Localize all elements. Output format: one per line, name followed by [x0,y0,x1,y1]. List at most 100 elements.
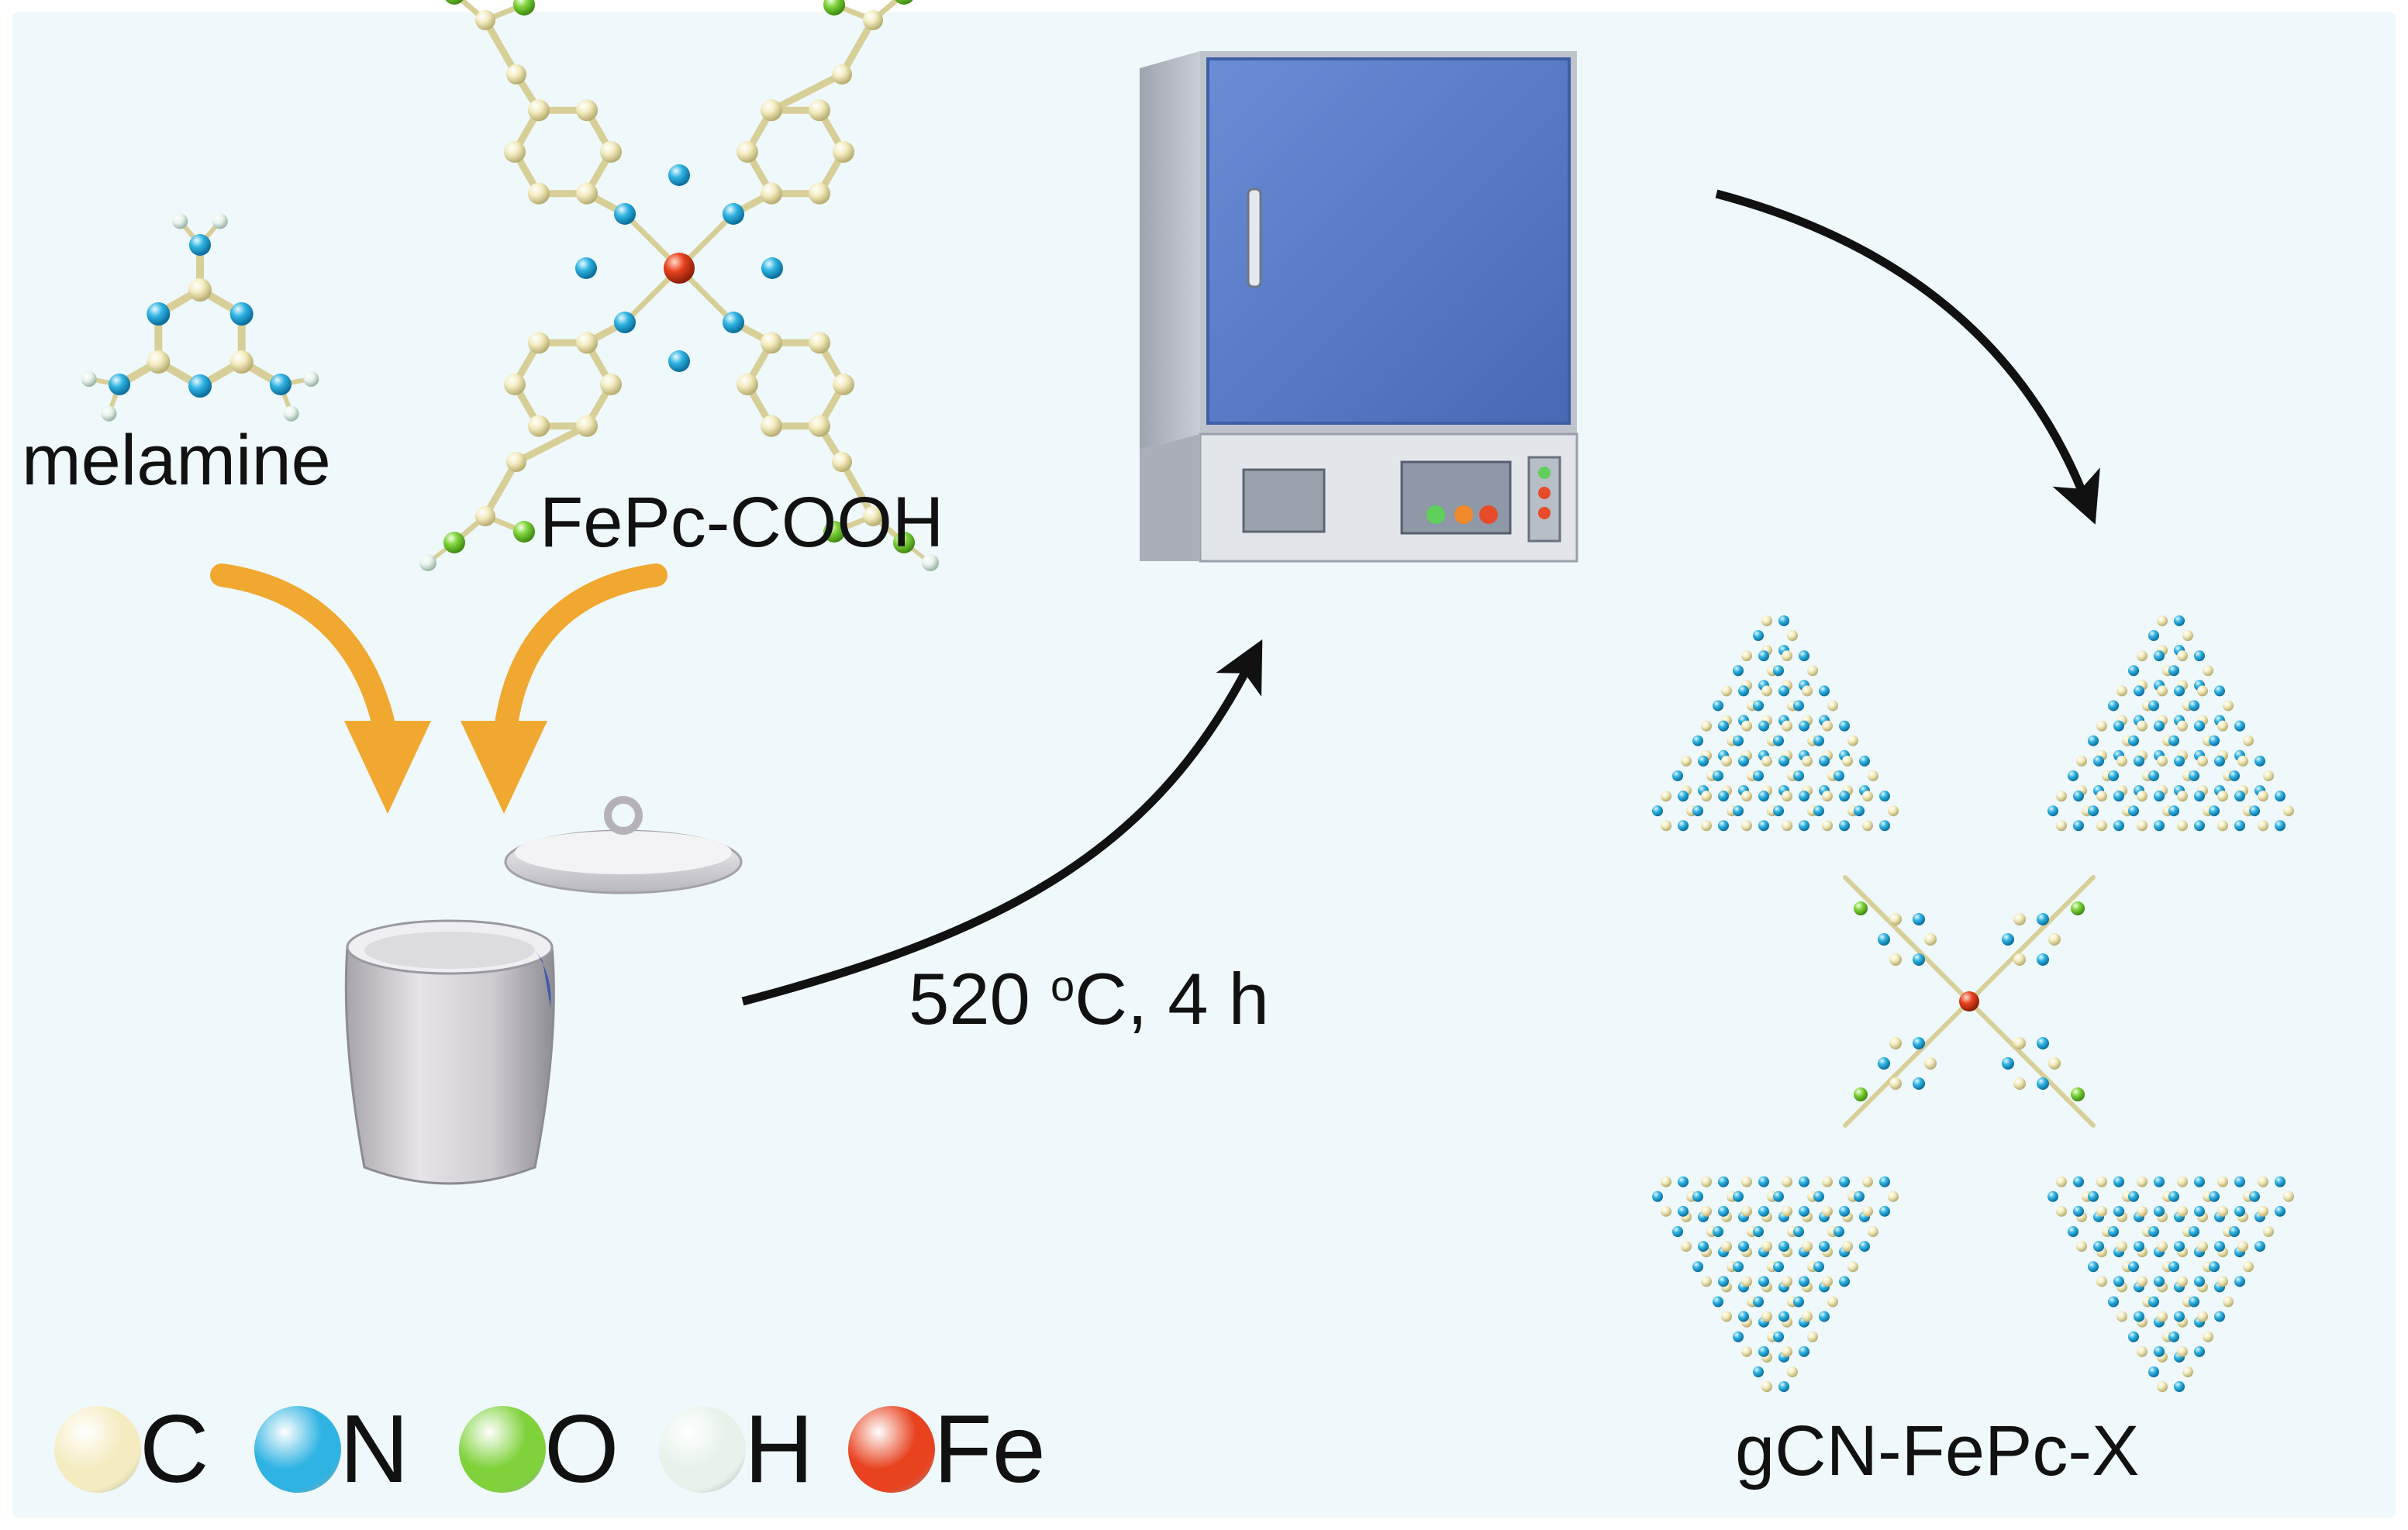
atom [2263,1226,2274,1238]
atom [2108,770,2119,781]
atom [832,452,852,472]
atom [2174,1241,2185,1253]
atom [2071,901,2085,915]
atom [2137,1176,2148,1187]
atom [1889,1077,1902,1090]
atom [2128,805,2139,817]
nitrogen-atom-icon [254,1406,341,1493]
atom [1773,665,1784,677]
atom [2243,735,2254,746]
atom [1879,791,1890,802]
atom [1678,1205,1689,1217]
atom [1761,755,1772,767]
atom [1738,685,1749,697]
atom [1799,1276,1809,1287]
atom [2048,933,2061,946]
atom [1753,630,1764,641]
legend-symbol: C [140,1396,209,1503]
lid-handle-ring [604,796,643,835]
atom [2209,1191,2220,1202]
atom [1854,805,1865,817]
atom [1819,755,1830,767]
atom [1773,805,1784,817]
atom [576,332,598,354]
atom [2174,615,2185,626]
furnace-base-side [1140,434,1200,561]
fepc-cooh-label: FePc-COOH [540,483,944,562]
atom [189,234,211,256]
crucible-body [344,946,555,1185]
atom [2056,820,2067,832]
atom [761,182,782,205]
atom [1802,755,1813,767]
atom [2209,1261,2220,1273]
atom [1681,1241,1692,1253]
atom [1782,650,1792,662]
atom [1879,1176,1890,1187]
bond [838,16,877,78]
atom [2177,1276,2188,1287]
atom [1761,685,1772,697]
atom [2113,791,2124,802]
atom [2223,1296,2234,1308]
atom [2157,1241,2168,1253]
atom [1822,791,1833,802]
atom [2249,1191,2260,1202]
atom [1799,791,1809,802]
atom [2128,665,2139,677]
atom [2258,1205,2268,1217]
atom [1721,685,1732,697]
atom [823,0,845,16]
heating-arrow [741,639,1263,1006]
product-label: gCN-FePc-X [1735,1411,2140,1490]
atom [2258,1176,2268,1187]
atom [2275,1176,2286,1187]
heptazine-sheet [1652,615,1899,832]
atom [2197,1241,2208,1253]
atom [1793,1226,1804,1238]
indicator-light [1479,505,1498,524]
atom [1924,933,1937,946]
atom [1959,991,1979,1011]
atom [1701,1276,1712,1287]
atom [2113,820,2124,832]
atom [2137,791,2148,802]
atom [269,374,292,395]
atom [1678,820,1689,832]
atom [2197,755,2208,767]
atom [2148,1226,2159,1238]
atom [2071,1087,2085,1101]
atom [2148,1296,2159,1308]
condition-time: C, 4 h [1075,958,1269,1039]
atom [2214,755,2225,767]
atom [2275,1205,2286,1217]
crucible-highlight [535,950,551,1008]
atom [2229,1226,2240,1238]
crucible-lid-icon [504,796,743,894]
legend-symbol: O [544,1396,619,1503]
atom [809,99,830,122]
furnace-door [1206,57,1571,425]
atom [2229,770,2240,781]
atom [2203,1331,2213,1342]
atom [2137,720,2148,732]
atom [2137,1276,2148,1287]
atom [1758,791,1769,802]
atom [1822,820,1833,832]
atom [2056,1205,2067,1217]
atom [2002,1057,2014,1070]
atom [1661,820,1671,832]
atom [1741,1176,1752,1187]
atom [1813,735,1824,746]
atom [2068,1226,2079,1238]
atom [1718,1276,1729,1287]
atom [1733,805,1744,817]
bond [481,16,520,78]
atom [2108,1296,2119,1308]
atom [576,99,598,122]
atom [2214,685,2225,697]
atom [895,0,913,5]
atom [1661,1176,1671,1187]
atom [1802,1241,1813,1253]
